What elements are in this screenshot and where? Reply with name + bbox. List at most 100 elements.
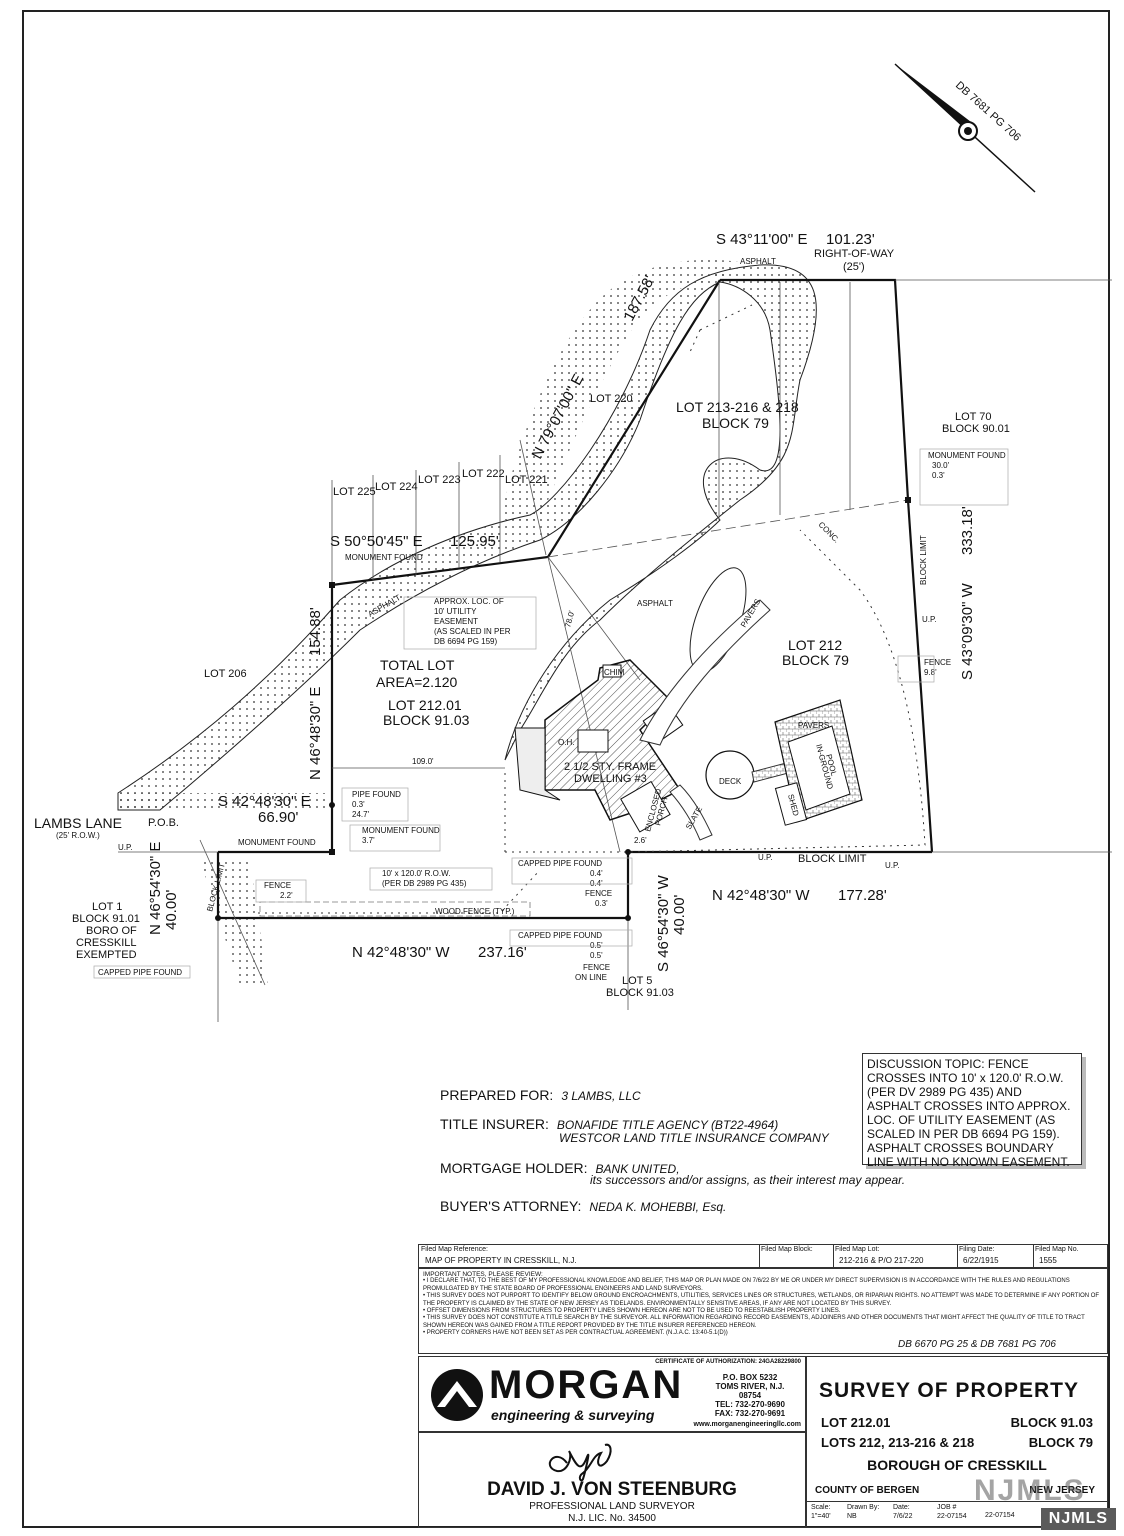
lot-21201-label: LOT 212.01	[388, 697, 462, 713]
south-lower-distance: 237.16'	[478, 944, 527, 961]
note-1: • I DECLARE THAT, TO THE BEST OF MY PROF…	[423, 1278, 1070, 1292]
mortgage-row: MORTGAGE HOLDER:BANK UNITED,	[440, 1160, 680, 1176]
prepared-for-value: 3 LAMBS, LLC	[561, 1089, 641, 1103]
surveyor-block: DAVID J. VON STEENBURG PROFESSIONAL LAND…	[418, 1432, 806, 1528]
note-4: • THIS SURVEY DOES NOT CONSTITUTE A TITL…	[423, 1315, 1085, 1329]
block-9101-label: BLOCK 91.01	[72, 913, 140, 925]
title-insurer-value-2: WESTCOR LAND TITLE INSURANCE COMPANY	[559, 1131, 829, 1145]
se-line-bearing: S 46°54'30" W	[655, 874, 672, 972]
sw-line-distance: 40.00'	[163, 889, 180, 930]
company-po: P.O. BOX 5232	[722, 1373, 778, 1382]
overhang-label: O.H.	[558, 738, 574, 747]
filed-no-value: 1555	[1039, 1256, 1057, 1265]
tb-scale-value: 1"=40'	[811, 1513, 831, 1520]
block-limit-label-east: BLOCK LIMIT	[919, 535, 928, 585]
easement-label-3: EASEMENT	[434, 617, 478, 626]
company-name: MORGAN	[489, 1363, 684, 1407]
fence-on-line-label-1: FENCE	[583, 963, 610, 972]
mortgage-value-1: BANK UNITED,	[595, 1162, 680, 1176]
lot-225-label: LOT 225	[333, 486, 376, 498]
note-5: • PROPERTY CORNERS HAVE NOT BEEN SET AS …	[423, 1330, 728, 1337]
dim-109-label: 109.0'	[412, 757, 434, 766]
block-9001-label: BLOCK 90.01	[942, 423, 1010, 435]
pipe-offset-2: 24.7'	[352, 810, 370, 819]
lot-223-label: LOT 223	[418, 474, 461, 486]
filed-date-label: Filing Date:	[959, 1246, 995, 1253]
chim-label: CHIM	[604, 668, 625, 677]
survey-title: SURVEY OF PROPERTY	[819, 1379, 1079, 1402]
filed-date-value: 6/22/1915	[963, 1256, 999, 1265]
title-block: SURVEY OF PROPERTY LOT 212.01 BLOCK 91.0…	[806, 1356, 1108, 1528]
note-2: • THIS SURVEY DOES NOT PURPORT TO IDENTI…	[423, 1293, 1100, 1307]
easement-label-4: (AS SCALED IN PER	[434, 627, 511, 636]
row-strip-label-2: (PER DB 2989 PG 435)	[382, 879, 467, 888]
important-notes: IMPORTANT NOTES, PLEASE REVIEW: • I DECL…	[418, 1268, 1108, 1354]
lot-1-label: LOT 1	[92, 901, 122, 913]
company-city: TOMS RIVER, N.J. 08754	[715, 1382, 785, 1400]
slate-walk	[669, 784, 713, 841]
monument-offset-2: 0.3'	[932, 471, 945, 480]
block-9103-label: BLOCK 91.03	[383, 712, 470, 728]
boro-label-3: EXEMPTED	[76, 949, 137, 961]
filed-no-label: Filed Map No.	[1035, 1246, 1079, 1253]
up-label-se: U.P.	[885, 861, 900, 870]
up-label-lambs: U.P.	[118, 843, 133, 852]
capped-pipe-label-sw: CAPPED PIPE FOUND	[98, 968, 182, 977]
tb-borough: BOROUGH OF CRESSKILL	[867, 1457, 1047, 1473]
property-boundary	[216, 278, 934, 920]
se-line-distance: 40.00'	[671, 894, 688, 935]
capped-pipe-label-1: CAPPED PIPE FOUND	[518, 859, 602, 868]
pob-line-distance: 66.90'	[258, 809, 299, 826]
monument-found-label-ne: MONUMENT FOUND	[928, 451, 1006, 460]
company-block: CERTIFICATE OF AUTHORIZATION: 24GA282298…	[418, 1356, 806, 1432]
lot-206-label: LOT 206	[204, 668, 247, 680]
row-strip-label-1: 10' x 120.0' R.O.W.	[382, 869, 450, 878]
tb-scale-label: Scale:	[811, 1504, 831, 1511]
attorney-value: NEDA K. MOHEBBI, Esq.	[589, 1200, 727, 1214]
deck-label: DECK	[719, 777, 742, 786]
up-label-east: U.P.	[922, 615, 937, 624]
deck	[705, 750, 755, 800]
south-upper-bearing: N 42°48'30" W	[712, 887, 810, 904]
monument-offset-3: 3.7'	[362, 836, 375, 845]
signature-icon	[548, 1443, 612, 1482]
monument-found-label-pob: MONUMENT FOUND	[238, 838, 316, 847]
tb-state: NEW JERSEY	[1029, 1485, 1095, 1496]
lot-221-label: LOT 221	[505, 474, 548, 486]
asphalt-label-center: ASPHALT	[637, 599, 673, 608]
west-line-distance: 154.88'	[307, 607, 324, 656]
tb-drawn-label: Drawn By:	[847, 1504, 880, 1511]
fence-label-west: FENCE	[264, 881, 291, 890]
capped-pipe-se-offset-1: 0.5'	[590, 941, 603, 950]
north-arrow-icon	[894, 63, 1036, 193]
company-website: www.morganengineeringllc.com	[693, 1421, 801, 1428]
tb-lot-1: LOT 212.01	[821, 1415, 891, 1430]
fence-offset-south: 0.3'	[595, 899, 608, 908]
total-lot-label: TOTAL LOT	[380, 657, 455, 673]
discussion-topic: DISCUSSION TOPIC: FENCE CROSSES INTO 10'…	[862, 1053, 1082, 1169]
south-upper-distance: 177.28'	[838, 887, 887, 904]
fence-offset-west: 2.2'	[280, 891, 293, 900]
up-label-south: U.P.	[758, 853, 773, 862]
attorney-label: BUYER'S ATTORNEY:	[440, 1198, 582, 1214]
wood-fence-label: WOOD FENCE (TYP.)	[435, 907, 515, 916]
lot-222-label: LOT 222	[462, 468, 505, 480]
tb-lot-2: LOTS 212, 213-216 & 218	[821, 1435, 975, 1450]
surveyor-license: N.J. LIC. No. 34500	[568, 1513, 656, 1524]
capped-pipe-se-offset-2: 0.5'	[590, 951, 603, 960]
dwelling-label-1: 2 1/2 STY. FRAME	[564, 761, 656, 773]
surveyor-title: PROFESSIONAL LAND SURVEYOR	[529, 1501, 695, 1512]
boro-label-2: CRESSKILL	[76, 937, 137, 949]
callout-boxes	[93, 448, 1009, 979]
right-of-way-width: (25')	[843, 261, 865, 273]
nw-line-bearing: S 50°50'45" E	[330, 533, 423, 550]
tb-drawn-value: NB	[847, 1513, 857, 1520]
tb-job: JOB # 22-07154	[937, 1503, 967, 1521]
fence-on-line-label-2: ON LINE	[575, 973, 607, 982]
block-79-label: BLOCK 79	[702, 415, 769, 431]
company-tel: TEL: 732-270-9690	[715, 1400, 785, 1409]
east-line-bearing: S 43°09'30" W	[959, 582, 976, 680]
right-of-way-label: RIGHT-OF-WAY	[814, 248, 895, 260]
asphalt-label-top: ASPHALT	[740, 257, 776, 266]
pavers-pool-label: PAVERS	[798, 721, 829, 730]
